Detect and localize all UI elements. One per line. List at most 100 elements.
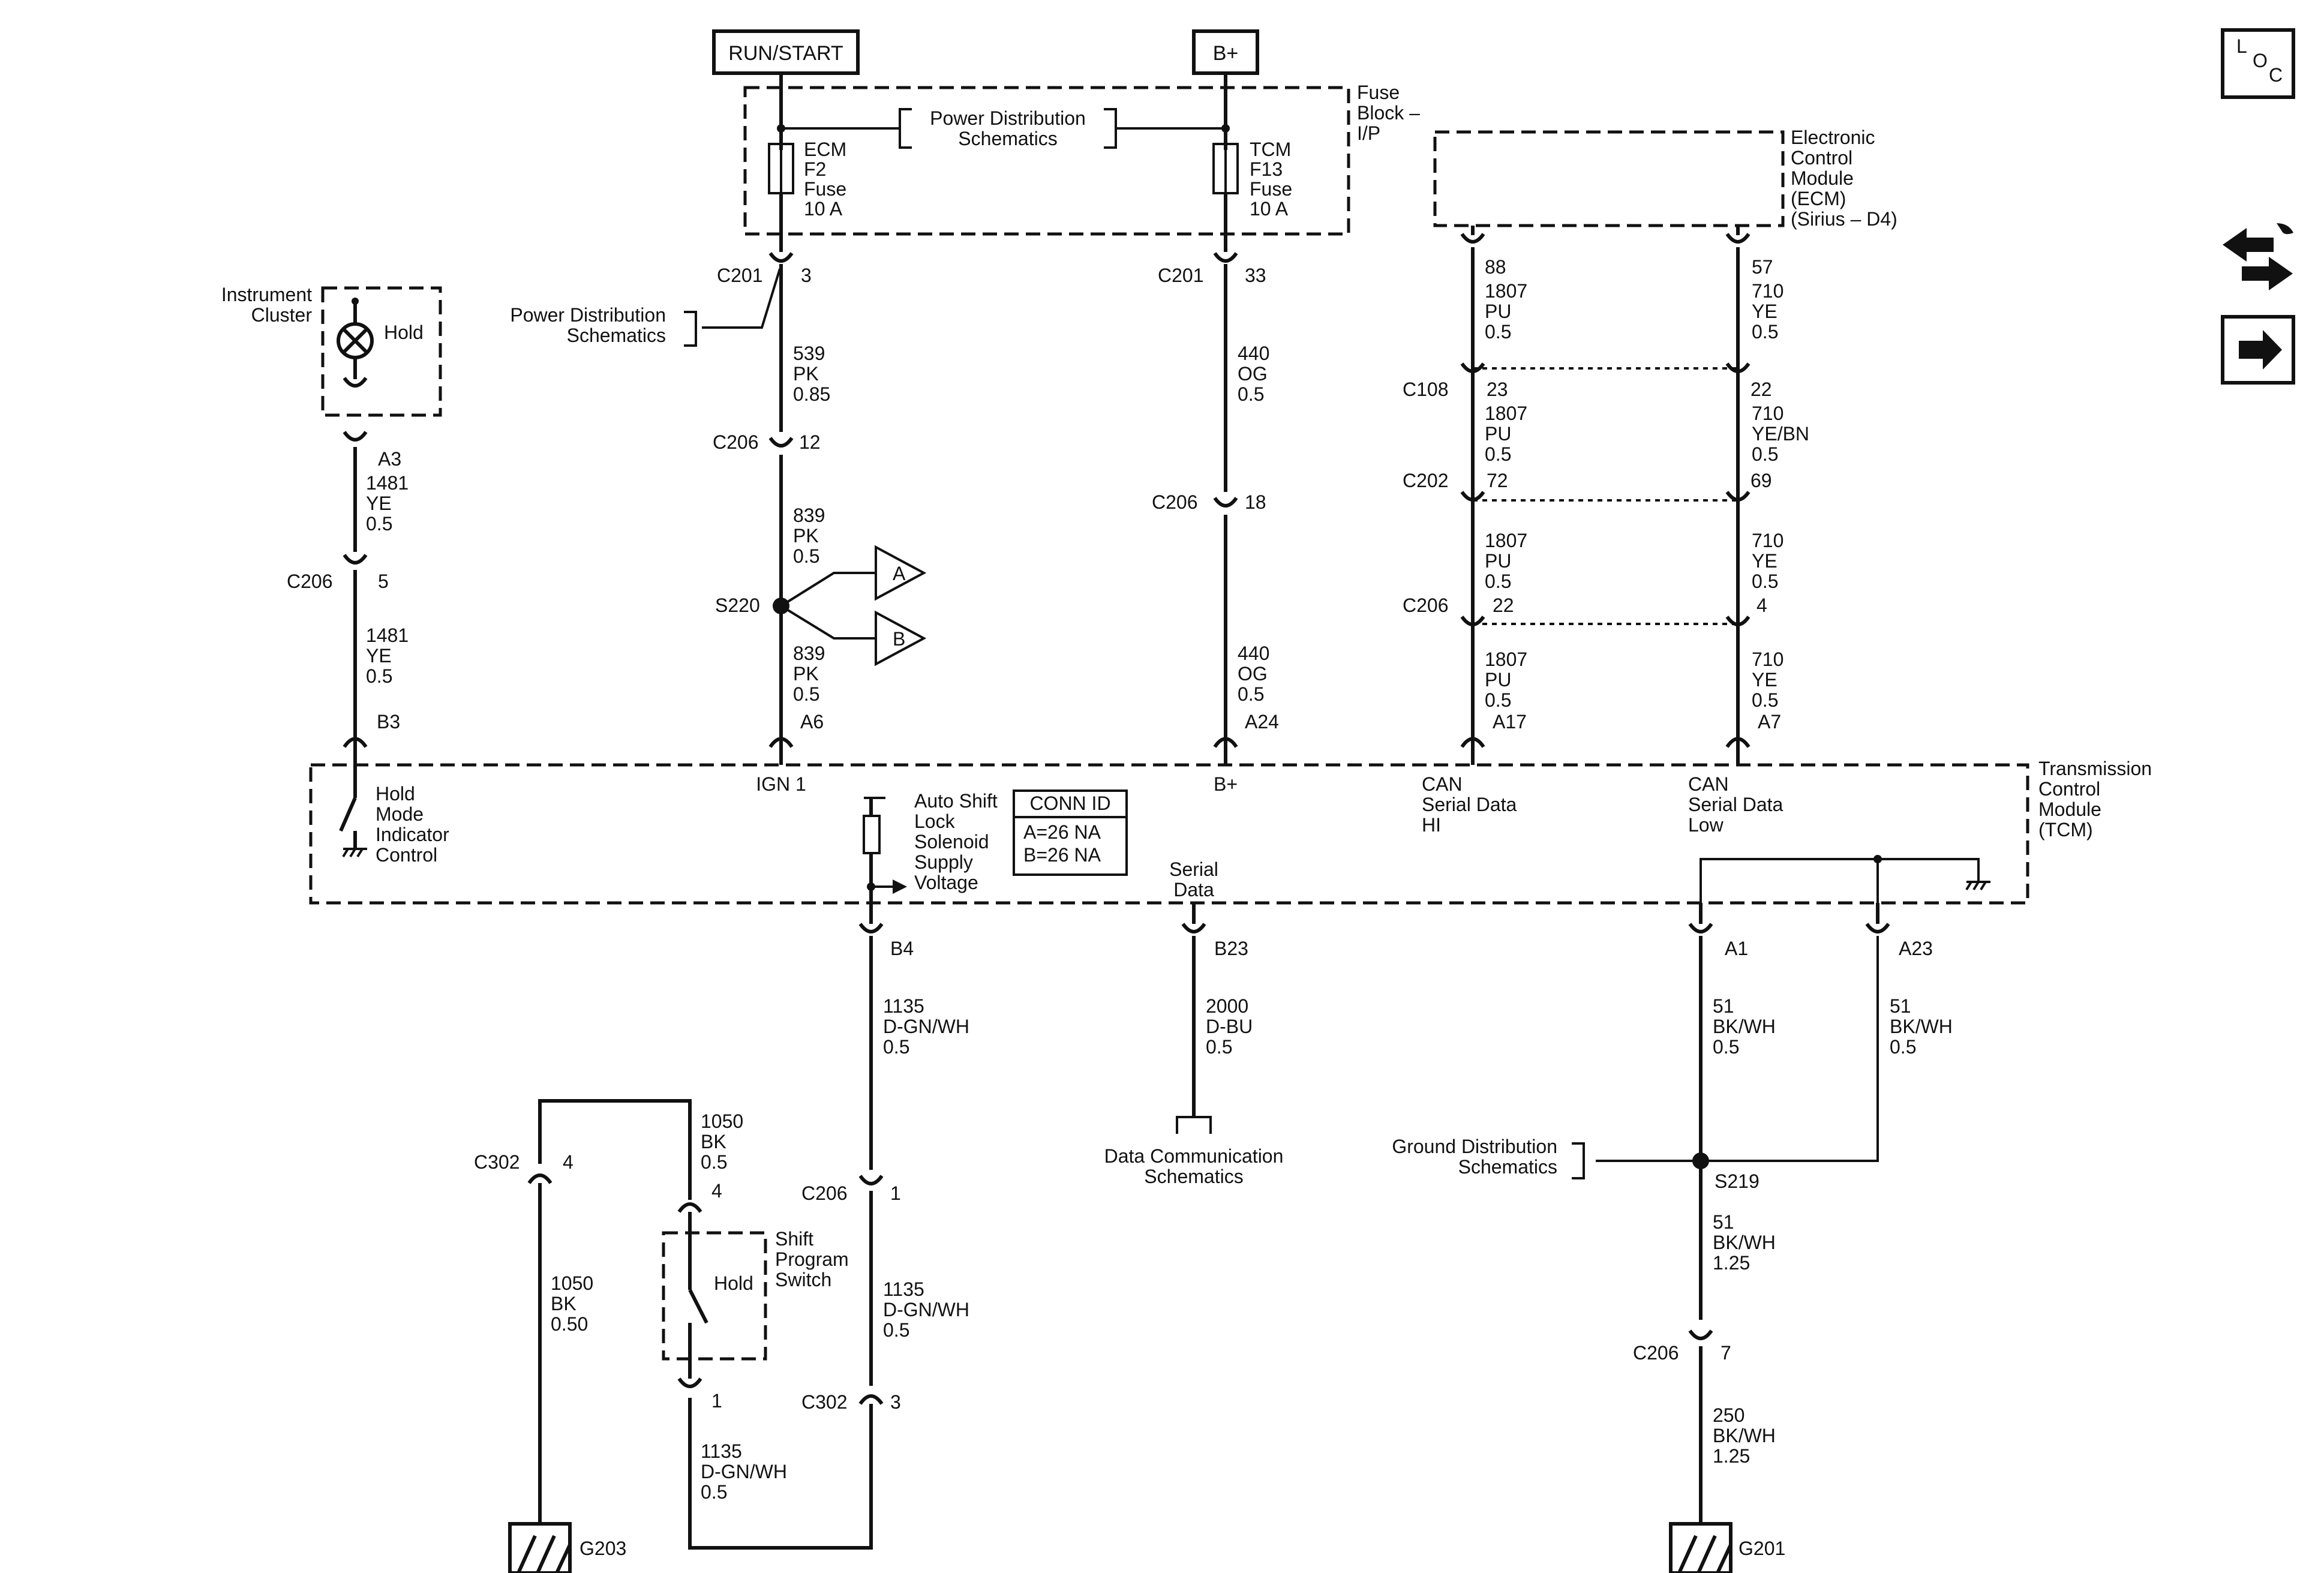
svg-text:Control: Control [2038, 778, 2100, 800]
svg-text:Supply: Supply [914, 851, 973, 873]
auto-shift-label: Auto Shift Lock Solenoid Supply Voltage [914, 790, 998, 893]
svg-text:F13: F13 [1250, 158, 1283, 180]
ecm-label: Electronic Control Module (ECM) (Sirius … [1791, 127, 1897, 230]
ground-distribution-label: Ground Distribution Schematics [1392, 1136, 1585, 1179]
svg-text:S219: S219 [1715, 1170, 1759, 1192]
svg-text:YE: YE [1752, 301, 1777, 322]
svg-text:F2: F2 [804, 158, 826, 180]
svg-text:Voltage: Voltage [914, 872, 978, 893]
wire-710-b: 710 YE/BN 0.5 [1752, 403, 1809, 465]
supply-arrow-icon [893, 879, 907, 894]
svg-text:710: 710 [1752, 280, 1783, 302]
connector-c202: C202 72 69 [1403, 470, 1772, 491]
svg-text:D-GN/WH: D-GN/WH [883, 1299, 969, 1320]
fuse-block-label: Fuse Block – I/P [1357, 82, 1420, 144]
connector-c302-4: C302 4 [474, 1151, 574, 1524]
svg-text:69: 69 [1750, 470, 1772, 491]
svg-text:1135: 1135 [883, 1278, 924, 1300]
svg-text:0.5: 0.5 [1485, 571, 1511, 592]
svg-text:5: 5 [378, 571, 389, 592]
svg-text:0.5: 0.5 [1752, 689, 1778, 711]
svg-text:0.5: 0.5 [883, 1319, 909, 1341]
svg-text:4: 4 [563, 1151, 574, 1173]
connector-c206-5: C206 5 [287, 554, 389, 592]
hold-mode-label: Hold Mode Indicator Control [376, 783, 449, 866]
wire-440-lower: 440 OG 0.5 [1238, 643, 1269, 705]
loc-icon[interactable]: L O C [2221, 28, 2295, 99]
connector-c206-18: C206 18 [1152, 491, 1266, 513]
svg-text:Fuse: Fuse [804, 178, 846, 200]
svg-text:CAN: CAN [1688, 773, 1729, 795]
tcm-ground-icon [1965, 881, 1990, 891]
svg-text:23: 23 [1487, 379, 1508, 400]
connector-tool-icon[interactable] [2223, 223, 2293, 290]
offpage-a[interactable]: A [875, 545, 927, 601]
connector-b3: B3 [343, 711, 400, 748]
svg-text:539: 539 [793, 343, 825, 364]
svg-text:0.85: 0.85 [793, 383, 830, 405]
hold-lamp-icon [337, 322, 374, 359]
svg-text:839: 839 [793, 505, 825, 526]
svg-text:Shift: Shift [775, 1228, 813, 1250]
svg-text:1807: 1807 [1485, 649, 1527, 670]
svg-text:7: 7 [1721, 1342, 1731, 1364]
svg-text:OG: OG [1238, 663, 1268, 685]
connector-c201-3: C201 3 [717, 252, 812, 432]
svg-text:4: 4 [1756, 595, 1767, 616]
wire-1807-d: 1807 PU 0.5 [1485, 649, 1527, 711]
svg-text:Low: Low [1688, 814, 1724, 836]
b-plus-source: B+ [1192, 29, 1259, 75]
next-page-arrow-icon[interactable] [2221, 315, 2295, 385]
connector-c206-1: C206 1 [801, 1175, 901, 1204]
svg-text:PK: PK [793, 363, 819, 385]
svg-text:OG: OG [1238, 363, 1268, 385]
connector-c206-22: C206 22 4 [1403, 595, 1767, 616]
wire-2000: 2000 D-BU 0.5 [1206, 995, 1253, 1058]
wire-1807-c: 1807 PU 0.5 [1485, 530, 1527, 592]
svg-text:D-GN/WH: D-GN/WH [883, 1016, 969, 1037]
ground-g201-icon [1669, 1522, 1733, 1573]
ecm-outline [1433, 130, 1785, 227]
wire-710-d: 710 YE 0.5 [1752, 649, 1783, 711]
svg-text:Electronic: Electronic [1791, 127, 1875, 148]
svg-text:A6: A6 [800, 711, 824, 733]
wire-1050-b: 1050 BK 0.50 [551, 1272, 593, 1335]
wire-1050-a: 1050 BK 0.5 [701, 1110, 743, 1173]
svg-text:0.5: 0.5 [701, 1151, 727, 1173]
fuse-block-outline [743, 86, 1350, 236]
svg-text:PK: PK [793, 663, 819, 685]
svg-text:Schematics: Schematics [567, 325, 666, 346]
svg-text:A1: A1 [1725, 938, 1748, 959]
svg-text:O: O [2253, 50, 2268, 71]
svg-text:1807: 1807 [1485, 403, 1527, 424]
svg-text:Schematics: Schematics [1458, 1156, 1557, 1178]
svg-text:Module: Module [2038, 798, 2101, 820]
svg-text:1050: 1050 [551, 1272, 593, 1294]
svg-text:YE/BN: YE/BN [1752, 423, 1809, 445]
svg-text:C108: C108 [1403, 379, 1449, 400]
svg-text:YE: YE [366, 645, 392, 667]
svg-text:Solenoid: Solenoid [914, 831, 989, 852]
svg-text:C206: C206 [713, 431, 759, 453]
svg-text:Data Communication: Data Communication [1104, 1145, 1284, 1167]
connector-c206-7: C206 7 [1633, 1329, 1731, 1364]
wire-51-c: 51 BK/WH 1.25 [1713, 1211, 1776, 1274]
svg-text:12: 12 [799, 431, 821, 453]
shift-switch-connector-4: 4 [677, 1180, 722, 1233]
svg-text:0.5: 0.5 [1238, 683, 1264, 705]
svg-text:Indicator: Indicator [376, 824, 449, 845]
svg-text:0.50: 0.50 [551, 1313, 588, 1335]
wire-51-b: 51 BK/WH 0.5 [1890, 995, 1953, 1058]
svg-text:0.5: 0.5 [1485, 443, 1511, 465]
svg-text:BK/WH: BK/WH [1713, 1016, 1776, 1037]
solenoid-resistor [863, 815, 881, 854]
svg-text:TCM: TCM [1250, 139, 1291, 160]
svg-text:1807: 1807 [1485, 530, 1527, 551]
shift-switch-contact [688, 1289, 708, 1324]
svg-text:710: 710 [1752, 530, 1783, 551]
svg-text:57: 57 [1752, 256, 1773, 278]
svg-text:Transmission: Transmission [2038, 758, 2152, 779]
offpage-b[interactable]: B [875, 610, 927, 667]
svg-text:0.5: 0.5 [366, 665, 392, 687]
svg-text:Hold: Hold [714, 1272, 753, 1294]
